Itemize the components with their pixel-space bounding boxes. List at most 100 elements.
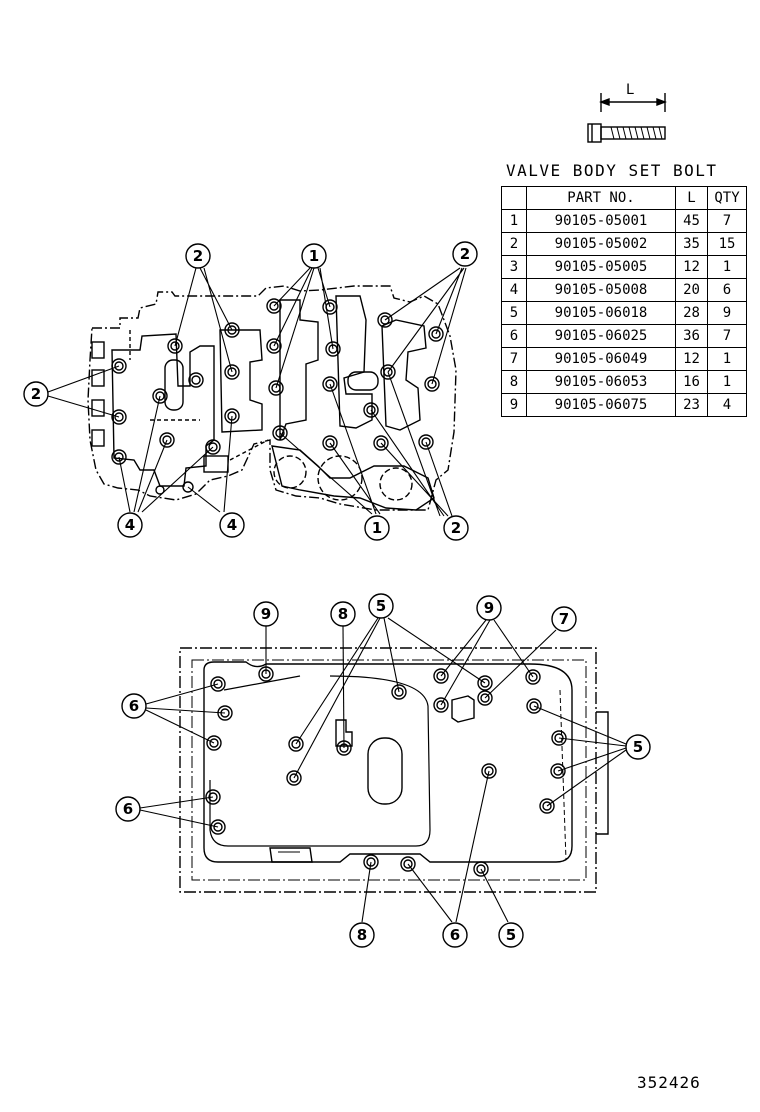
callout-circle xyxy=(364,515,390,541)
callout-circle xyxy=(551,606,577,632)
row-qty: 1 xyxy=(707,370,747,394)
row-qty: 9 xyxy=(707,301,747,325)
row-length: 28 xyxy=(675,301,708,325)
bolt-length-label: L xyxy=(626,82,634,98)
callout-label: 2 xyxy=(193,247,203,265)
callout-label: 9 xyxy=(261,605,271,623)
callout-label: 5 xyxy=(633,738,643,756)
lower-valve-body xyxy=(179,647,609,893)
callout-label: 5 xyxy=(376,597,386,615)
callout-circle xyxy=(452,241,478,267)
callout-circle xyxy=(121,693,147,719)
callout-label: 4 xyxy=(227,516,237,534)
row-part-no: 90105-06053 xyxy=(526,370,676,394)
row-qty: 1 xyxy=(707,255,747,279)
upper-leader-lines xyxy=(47,267,467,517)
row-length: 16 xyxy=(675,370,708,394)
table-header-row: PART NO. L QTY xyxy=(501,186,747,210)
row-part-no: 90105-06025 xyxy=(526,324,676,348)
row-part-no: 90105-05005 xyxy=(526,255,676,279)
row-no: 2 xyxy=(501,232,527,256)
row-length: 35 xyxy=(675,232,708,256)
header-no xyxy=(501,186,527,210)
callout-label: 7 xyxy=(559,610,569,628)
row-part-no: 90105-05002 xyxy=(526,232,676,256)
callout-label: 8 xyxy=(338,605,348,623)
callout-circle xyxy=(219,512,245,538)
callout-circle xyxy=(498,922,524,948)
callout-label: 5 xyxy=(506,926,516,944)
row-no: 8 xyxy=(501,370,527,394)
header-part-no: PART NO. xyxy=(526,186,676,210)
row-no: 4 xyxy=(501,278,527,302)
row-qty: 1 xyxy=(707,347,747,371)
callout-label: 2 xyxy=(451,519,461,537)
callout-label: 1 xyxy=(309,247,319,265)
row-qty: 4 xyxy=(707,393,747,417)
row-no: 6 xyxy=(501,324,527,348)
row-length: 12 xyxy=(675,255,708,279)
row-length: 20 xyxy=(675,278,708,302)
header-qty: QTY xyxy=(707,186,747,210)
row-part-no: 90105-06049 xyxy=(526,347,676,371)
row-length: 23 xyxy=(675,393,708,417)
row-part-no: 90105-06018 xyxy=(526,301,676,325)
callout-label: 4 xyxy=(125,516,135,534)
row-no: 5 xyxy=(501,301,527,325)
upper-bolt-holes xyxy=(111,298,444,465)
callout-label: 9 xyxy=(484,599,494,617)
callout-label: 6 xyxy=(450,926,460,944)
table-title: VALVE BODY SET BOLT xyxy=(506,161,718,180)
row-length: 36 xyxy=(675,324,708,348)
row-qty: 15 xyxy=(707,232,747,256)
callout-circle xyxy=(476,595,502,621)
illustration-code: 352426 xyxy=(637,1073,701,1092)
row-no: 1 xyxy=(501,209,527,233)
callout-label: 6 xyxy=(129,697,139,715)
callout-label: 8 xyxy=(357,926,367,944)
callout-circle xyxy=(442,922,468,948)
callout-circle xyxy=(443,515,469,541)
callout-label: 2 xyxy=(31,385,41,403)
callout-circle xyxy=(253,601,279,627)
header-length: L xyxy=(675,186,708,210)
row-qty: 7 xyxy=(707,209,747,233)
lower-leader-lines xyxy=(139,617,627,923)
lower-callouts xyxy=(115,593,651,948)
row-no: 9 xyxy=(501,393,527,417)
callout-circle xyxy=(301,243,327,269)
callout-label: 6 xyxy=(123,800,133,818)
row-qty: 7 xyxy=(707,324,747,348)
row-part-no: 90105-06075 xyxy=(526,393,676,417)
row-part-no: 90105-05001 xyxy=(526,209,676,233)
callout-circle xyxy=(330,601,356,627)
callout-circle xyxy=(368,593,394,619)
row-part-no: 90105-05008 xyxy=(526,278,676,302)
row-no: 7 xyxy=(501,347,527,371)
row-no: 3 xyxy=(501,255,527,279)
row-qty: 6 xyxy=(707,278,747,302)
bolt-illustration xyxy=(587,93,667,143)
callout-label: 1 xyxy=(372,519,382,537)
callout-circle xyxy=(23,381,49,407)
callout-circle xyxy=(349,922,375,948)
row-length: 12 xyxy=(675,347,708,371)
callout-circle xyxy=(117,512,143,538)
row-length: 45 xyxy=(675,209,708,233)
callout-circle xyxy=(115,796,141,822)
callout-label: 2 xyxy=(460,245,470,263)
lower-bolt-holes xyxy=(205,666,567,877)
upper-valve-body xyxy=(87,285,457,511)
upper-callouts xyxy=(23,241,478,541)
